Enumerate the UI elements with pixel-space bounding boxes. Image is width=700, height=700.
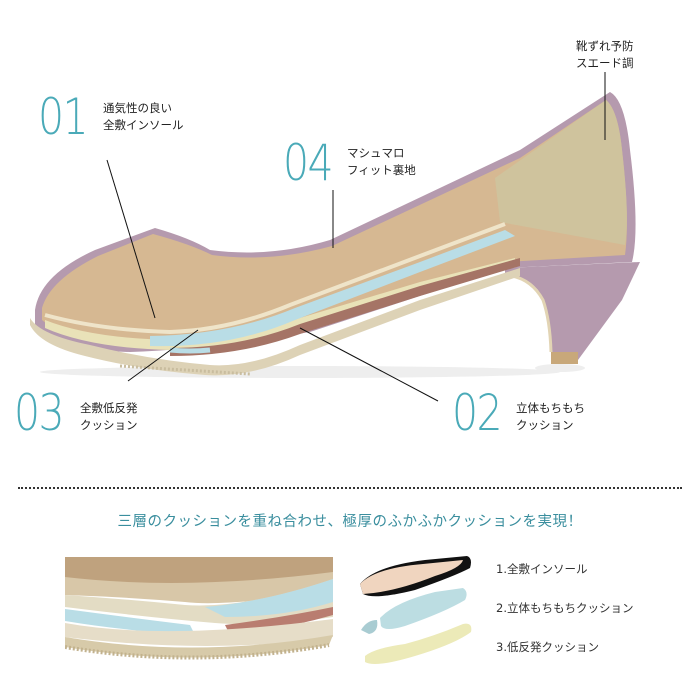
callout-label-04: マシュマロ フィット裏地 [347,145,416,179]
callout-02-line1: 立体もちもち [516,401,585,415]
callout-number-04: 04 [283,134,334,192]
legend-item-foam-cushion: 3.低反発クッション [496,640,599,654]
callout-01-line2: 全敷インソール [103,118,184,132]
blue-cushion-piece [380,588,467,629]
leader-line-01 [106,159,156,319]
heel [505,262,640,360]
dotted-divider [18,487,682,489]
shoe-cutaway-illustration [30,92,640,378]
legend-item-blue-cushion: 2.立体もちもちクッション [496,601,634,615]
leader-line-03 [127,329,199,382]
sole-closeup-photo [65,557,333,677]
insole-layer [44,222,506,335]
leader-lines [106,72,606,402]
callout-02-line2: クッション [516,418,574,432]
callout-01-line1: 通気性の良い [103,101,172,115]
callout-number-03: 03 [14,384,65,442]
callout-label-03: 全敷低反発 クッション [80,400,138,434]
callout-label-02: 立体もちもち クッション [516,400,585,434]
headline: 三層のクッションを重ね合わせ、極厚のふかふかクッションを実現！ [117,514,583,530]
callout-number-02: 02 [452,384,503,442]
lining [42,100,627,342]
heel-note-label: 靴ずれ予防 スエード調 [576,38,634,72]
midsole-layer [170,258,520,356]
exploded-layers-illustration [360,556,472,664]
blue-cushion-wedge [361,620,378,634]
callout-04-line2: フィット裏地 [347,163,416,177]
callout-number-01: 01 [38,88,89,146]
callout-03-line1: 全敷低反発 [80,401,138,415]
legend-item-insole: 1.全敷インソール [496,562,588,576]
blue-cushion-layer [150,230,515,347]
heel-note-line1: 靴ずれ予防 [576,39,634,53]
callout-04-line1: マシュマロ [347,146,405,160]
callout-label-01: 通気性の良い 全敷インソール [103,100,184,134]
foam-cushion-piece [365,623,472,664]
leader-line-02 [299,327,439,402]
callout-03-line2: クッション [80,418,138,432]
heel-note-line2: スエード調 [576,56,634,70]
